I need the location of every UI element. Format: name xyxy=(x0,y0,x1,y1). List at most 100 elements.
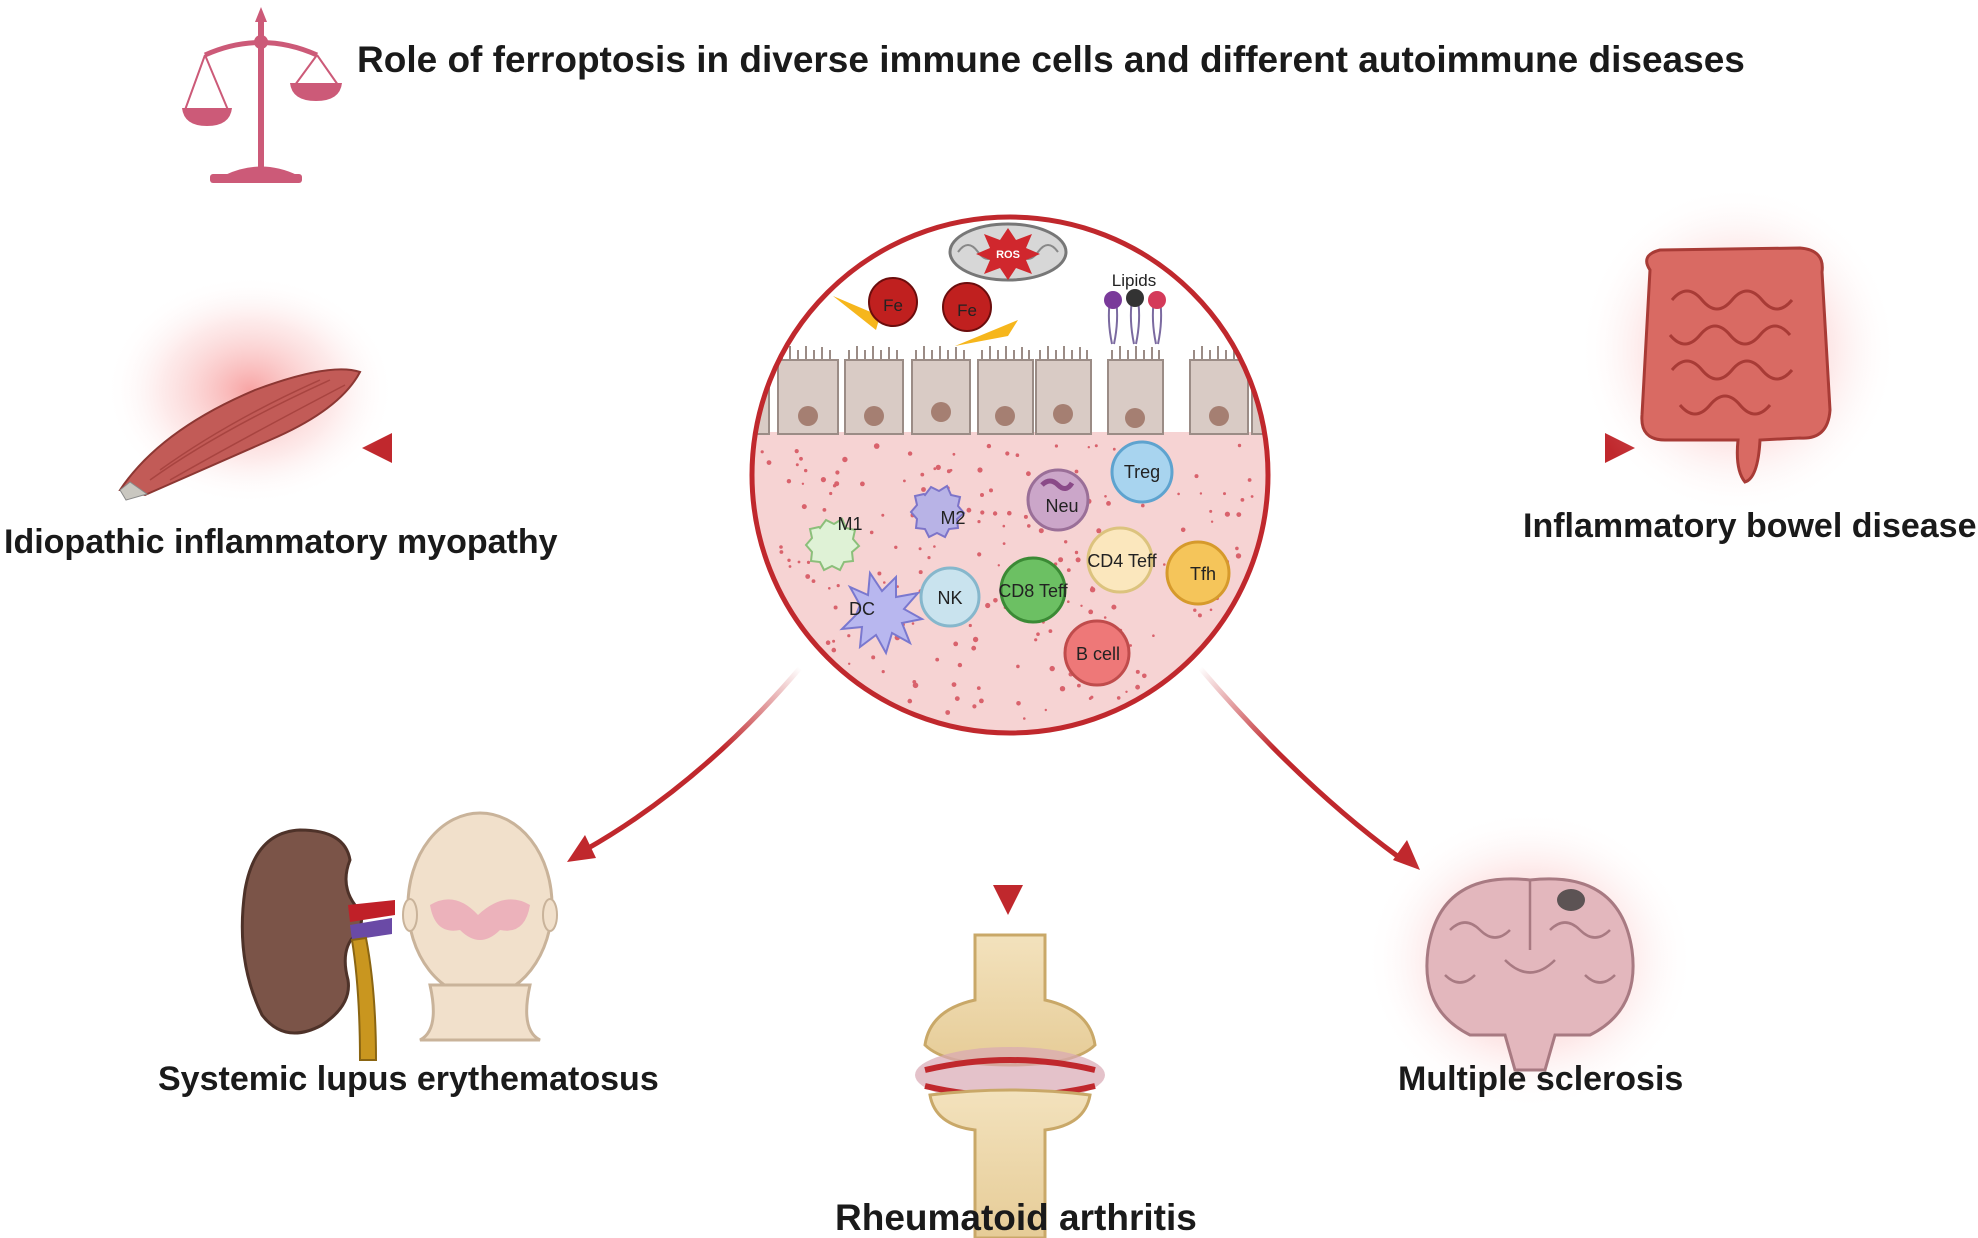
tissue-dot xyxy=(881,670,885,674)
tissue-dot xyxy=(833,605,838,610)
tissue-dot xyxy=(1223,492,1226,496)
tissue-dot xyxy=(1088,697,1092,700)
ros-label: ROS xyxy=(996,249,1020,261)
tissue-dot xyxy=(1023,514,1028,519)
tissue-dot xyxy=(1193,608,1197,612)
tissue-dot xyxy=(1038,528,1044,534)
tissue-dot xyxy=(985,602,991,609)
tissue-dot xyxy=(881,513,885,517)
tissue-dot xyxy=(1044,708,1048,712)
tissue-dot xyxy=(766,460,772,465)
tissue-dot xyxy=(869,530,874,535)
tissue-dot xyxy=(1235,553,1242,559)
tissue-dot xyxy=(871,655,876,660)
tissue-dot xyxy=(1077,683,1081,688)
lipids-label: Lipids xyxy=(1112,271,1156,290)
tissue-dot xyxy=(1163,563,1166,566)
tissue-dot xyxy=(1036,632,1040,636)
tissue-dot xyxy=(797,560,801,564)
tissue-dot xyxy=(848,662,851,665)
tissue-dot xyxy=(1135,669,1140,674)
tissue-dot xyxy=(1197,613,1202,618)
arrow-to-ibd xyxy=(1275,433,1635,463)
tissue-dot xyxy=(953,641,959,647)
balance-scale-icon xyxy=(182,7,342,183)
arrow-to-sle xyxy=(567,666,802,862)
epithelial-cell-layer xyxy=(752,359,1268,435)
tissue-dot xyxy=(1002,542,1006,545)
tissue-dot xyxy=(786,479,792,484)
tissue-dot xyxy=(1235,546,1239,551)
kidney-icon xyxy=(240,828,395,1061)
tissue-dot xyxy=(1090,586,1094,589)
tissue-dot xyxy=(804,468,808,473)
arrow-to-ms xyxy=(1198,666,1420,870)
tissue-dot xyxy=(933,545,936,548)
cell-label-treg: Treg xyxy=(1124,462,1160,482)
tissue-dot xyxy=(1067,600,1070,603)
tissue-dot xyxy=(935,657,940,662)
cell-m1: M1 xyxy=(804,514,863,572)
tissue-dot xyxy=(1224,511,1230,517)
tissue-dot xyxy=(993,598,998,603)
tissue-dot xyxy=(836,584,840,588)
tissue-dot xyxy=(1066,568,1071,572)
page-title: Role of ferroptosis in diverse immune ce… xyxy=(357,39,1745,80)
cell-label-nk: NK xyxy=(937,588,962,608)
tissue-dot xyxy=(968,623,972,628)
tissue-dot xyxy=(971,645,977,651)
tissue-dot xyxy=(1034,638,1038,642)
tissue-dot xyxy=(788,565,792,568)
tissue-dot xyxy=(1210,520,1214,523)
tissue-dot xyxy=(1125,690,1128,693)
tissue-dot xyxy=(820,477,827,483)
arrow-to-myopathy xyxy=(362,433,730,463)
tissue-dot xyxy=(1152,634,1155,637)
iron-label-2: Fe xyxy=(957,301,977,320)
tissue-dot xyxy=(1112,447,1116,451)
tissue-dot xyxy=(1023,717,1026,720)
tissue-dot xyxy=(779,550,784,554)
knee-joint-icon xyxy=(915,933,1105,1238)
cell-neu: Neu xyxy=(1026,468,1090,532)
tissue-dot xyxy=(992,511,998,516)
tissue-dot xyxy=(1049,665,1055,672)
tissue-dot xyxy=(873,443,880,449)
cell-b-cell: B cell xyxy=(1063,619,1131,687)
tissue-dot xyxy=(1015,453,1020,458)
brain-icon xyxy=(1365,810,1695,1110)
tissue-dot xyxy=(977,467,983,473)
tissue-dot xyxy=(805,574,811,579)
tissue-dot xyxy=(1106,501,1111,506)
tissue-dot xyxy=(842,456,848,463)
tissue-dot xyxy=(1087,446,1091,449)
tissue-dot xyxy=(977,552,982,557)
tissue-dot xyxy=(1016,701,1021,706)
tissue-dot xyxy=(1194,474,1199,479)
tissue-dot xyxy=(921,487,926,492)
disease-label-ibd: Inflammatory bowel disease xyxy=(1523,507,1977,545)
cell-label-bcell: B cell xyxy=(1076,644,1120,664)
tissue-dot xyxy=(945,710,951,715)
tissue-dot xyxy=(1180,527,1186,533)
tissue-dot xyxy=(832,639,836,643)
tissue-dot xyxy=(877,571,882,576)
tissue-dot xyxy=(1026,471,1031,477)
tissue-dot xyxy=(1080,604,1083,607)
tissue-dot xyxy=(860,481,865,487)
tissue-dot xyxy=(979,698,984,704)
tissue-dot xyxy=(1141,503,1145,508)
tissue-dot xyxy=(920,472,925,477)
cell-label-neu: Neu xyxy=(1045,496,1078,516)
tissue-dot xyxy=(1096,528,1102,534)
cell-label-dc: DC xyxy=(849,599,875,619)
tissue-dot xyxy=(822,508,827,512)
iron-ions: Fe Fe xyxy=(833,277,1018,346)
lipids-icon: Lipids xyxy=(1104,271,1166,345)
tissue-dot xyxy=(799,456,803,461)
tissue-dot xyxy=(935,464,941,470)
cell-cd4-teff: CD4 Teff xyxy=(1086,526,1158,594)
mitochondrion-icon: ROS xyxy=(948,222,1068,282)
cell-label-m2: M2 xyxy=(940,508,965,528)
